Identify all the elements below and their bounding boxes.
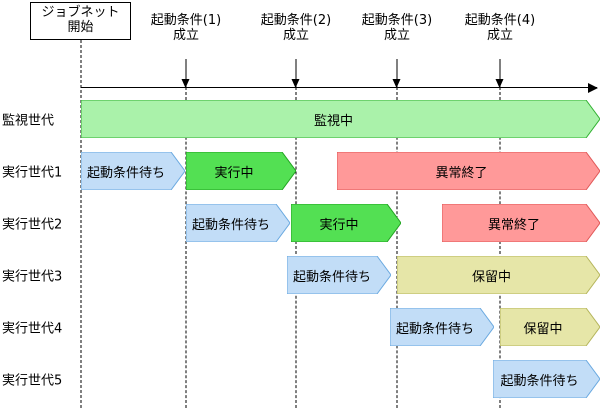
row-label-1: 実行世代1 <box>2 165 63 181</box>
condition-label-4: 起動条件(4)成立 <box>464 13 536 44</box>
row-label-2: 実行世代2 <box>2 217 63 233</box>
row-label-5: 実行世代5 <box>2 373 63 389</box>
status-bar: 実行中 <box>186 152 296 190</box>
status-bar-chevron-icon <box>291 204 401 242</box>
status-bar-chevron-icon <box>337 152 600 190</box>
status-bar-chevron-icon <box>186 204 290 242</box>
status-bar-label: 実行中 <box>214 165 254 181</box>
jobnet-start-box: ジョブネット 開始 <box>30 2 131 40</box>
status-bar-label: 起動条件待ち <box>292 269 371 285</box>
status-bar: 起動条件待ち <box>493 360 600 398</box>
row-label-0: 監視世代 <box>2 113 55 129</box>
condition-label-2-line2: 成立 <box>282 27 310 43</box>
status-bar-chevron-icon <box>186 152 296 190</box>
status-bar-label: 起動条件待ち <box>86 165 165 181</box>
status-bar: 起動条件待ち <box>186 204 290 242</box>
condition-label-1: 起動条件(1)成立 <box>150 13 222 44</box>
condition-label-2: 起動条件(2)成立 <box>260 13 332 44</box>
status-bar: 異常終了 <box>337 152 600 190</box>
status-bar: 監視中 <box>81 100 600 138</box>
condition-label-3: 起動条件(3)成立 <box>361 13 433 44</box>
condition-guide-line-4 <box>499 87 501 408</box>
status-bar-label: 異常終了 <box>487 217 540 233</box>
status-bar-label: 異常終了 <box>435 165 488 181</box>
jobnet-start-line1: ジョブネット <box>41 5 120 21</box>
condition-label-4-line1: 起動条件(4) <box>464 13 536 28</box>
status-bar-label: 保留中 <box>523 321 563 337</box>
status-bar: 起動条件待ち <box>390 308 494 346</box>
condition-arrow-4-icon <box>495 59 504 88</box>
condition-guide-line-2 <box>295 87 297 408</box>
status-bar-chevron-icon <box>397 256 600 294</box>
status-bar-chevron-icon <box>390 308 494 346</box>
time-axis <box>81 82 598 93</box>
condition-arrow-1-icon <box>181 59 190 88</box>
status-bar-label: 実行中 <box>319 217 359 233</box>
status-bar-label: 保留中 <box>471 269 511 285</box>
row-label-4: 実行世代4 <box>2 321 63 337</box>
status-bar: 起動条件待ち <box>81 152 185 190</box>
condition-arrow-2-icon <box>291 59 300 88</box>
jobnet-start-line2: 開始 <box>67 20 94 35</box>
status-bar-chevron-icon <box>81 152 185 190</box>
status-bar-chevron-icon <box>81 100 600 138</box>
status-bar-label: 起動条件待ち <box>395 321 474 337</box>
condition-guide-line-1 <box>185 87 187 408</box>
status-bar-chevron-icon <box>500 308 600 346</box>
status-bar-chevron-icon <box>287 256 391 294</box>
status-bar-label: 起動条件待ち <box>191 217 270 233</box>
condition-label-3-line2: 成立 <box>383 27 411 43</box>
condition-arrow-3-icon <box>392 59 401 88</box>
status-bar: 保留中 <box>397 256 600 294</box>
status-bar-chevron-icon <box>442 204 600 242</box>
status-bar-label: 監視中 <box>313 113 353 129</box>
jobnet-start-guide-line <box>80 40 82 408</box>
condition-label-4-line2: 成立 <box>486 27 514 43</box>
condition-label-1-line1: 起動条件(1) <box>150 13 222 28</box>
status-bar-chevron-icon <box>493 360 600 398</box>
condition-label-3-line1: 起動条件(3) <box>361 13 433 28</box>
status-bar-label: 起動条件待ち <box>500 373 579 389</box>
condition-label-1-line2: 成立 <box>172 27 200 43</box>
status-bar: 起動条件待ち <box>287 256 391 294</box>
condition-label-2-line1: 起動条件(2) <box>260 13 332 28</box>
status-bar: 異常終了 <box>442 204 600 242</box>
status-bar: 実行中 <box>291 204 401 242</box>
row-label-3: 実行世代3 <box>2 269 63 285</box>
condition-guide-line-3 <box>396 87 398 408</box>
status-bar: 保留中 <box>500 308 600 346</box>
